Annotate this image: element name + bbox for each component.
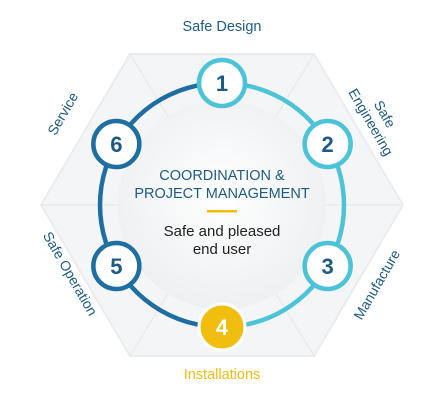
center-title-line1: COORDINATION &: [159, 168, 285, 184]
step-number-4: 4: [216, 315, 229, 340]
step-node-5: 5: [91, 240, 142, 292]
step-node-2: 2: [302, 118, 353, 170]
ring-arc-1: [245, 83, 315, 126]
step-number-6: 6: [110, 132, 122, 157]
step-node-circle-1: [196, 57, 248, 109]
ring-arc-6: [129, 83, 199, 126]
step-node-circle-4: [197, 302, 247, 352]
step-label-4: Installations: [184, 367, 261, 383]
step-node-circle-6: [91, 118, 142, 170]
ring-arc-2: [335, 165, 347, 245]
step-label-1: Safe Design: [183, 19, 262, 35]
step-number-1: 1: [216, 71, 228, 96]
ring-arc-3: [245, 284, 315, 327]
step-node-circle-5: [91, 240, 142, 292]
step-node-circle-2: [302, 118, 353, 170]
step-number-5: 5: [110, 254, 122, 279]
ring-arc-5: [97, 165, 109, 245]
center-title-line2: PROJECT MANAGEMENT: [134, 186, 310, 202]
step-node-1: 1: [196, 57, 248, 109]
center-subtitle-line2: end user: [193, 241, 251, 258]
cycle-ring: [97, 83, 347, 327]
center-divider: [207, 210, 237, 213]
step-number-2: 2: [322, 132, 334, 157]
step-node-4: 4: [197, 302, 247, 352]
center-disc: [118, 101, 326, 309]
step-number-3: 3: [322, 254, 334, 279]
step-node-6: 6: [91, 118, 142, 170]
step-node-3: 3: [302, 240, 353, 292]
center-subtitle-line1: Safe and pleased: [164, 223, 281, 240]
step-node-circle-3: [302, 240, 353, 292]
step-label-6: Service: [44, 89, 81, 138]
step-label-6-group: Service: [44, 89, 81, 138]
ring-arc-4: [129, 284, 199, 327]
